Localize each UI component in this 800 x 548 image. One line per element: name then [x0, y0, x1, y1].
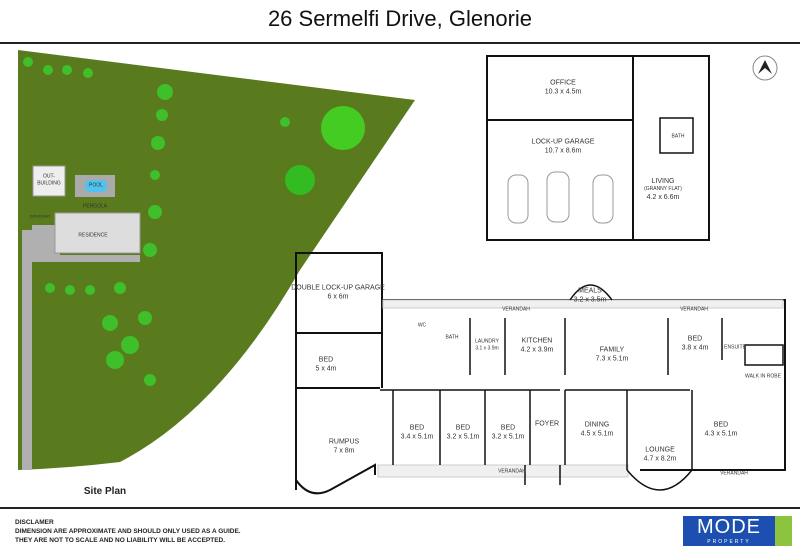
disclaimer: DISCLAMER DIMENSION ARE APPROXIMATE AND …	[15, 518, 241, 545]
room-ensuite: ENSUITE	[724, 344, 746, 351]
logo-accent	[775, 516, 792, 546]
room-bath: BATH	[445, 334, 459, 341]
site-plan-map	[18, 50, 415, 470]
room-wc: WC	[417, 322, 427, 329]
verandah-label: VERANDAH	[720, 470, 748, 477]
page-title: 26 Sermelfi Drive, Glenorie	[267, 6, 533, 31]
room-living-granny-flat: LIVING(GRANNY FLAT)4.2 x 6.6m	[644, 178, 682, 202]
residence-label: RESIDENCE	[78, 232, 108, 239]
footer-divider	[0, 507, 800, 509]
room-granny-bath: BATH	[671, 133, 685, 140]
verandah-label: VERANDAH	[680, 306, 708, 313]
logo-sub: PROPERTY	[707, 539, 751, 545]
verandah-label: VERANDAH	[498, 468, 526, 475]
site-plan-title: Site Plan	[83, 486, 127, 497]
compass-icon	[752, 55, 778, 81]
driveway-label: DRIVEWAY	[29, 213, 51, 219]
pool-label: POOL	[89, 182, 103, 189]
outbuilding-plan	[486, 55, 710, 241]
room-walk-in-robe: WALK IN ROBE	[745, 373, 781, 380]
verandah-label: VERANDAH	[502, 306, 530, 313]
house-plan	[295, 252, 786, 495]
mode-property-logo: MODE PROPERTY	[683, 516, 775, 546]
header-divider	[0, 42, 800, 44]
disclaimer-line: THEY ARE NOT TO SCALE AND NO LIABILITY W…	[15, 537, 226, 545]
disclaimer-line: DIMENSION ARE APPROXIMATE AND SHOULD ONL…	[15, 528, 241, 536]
room-foyer: FOYER	[534, 420, 560, 428]
logo-main: MODE	[697, 516, 761, 538]
out-building-label: OUT-BUILDING	[37, 173, 61, 186]
pergola-label: PERGOLA	[82, 203, 108, 210]
disclaimer-heading: DISCLAMER	[15, 519, 54, 526]
